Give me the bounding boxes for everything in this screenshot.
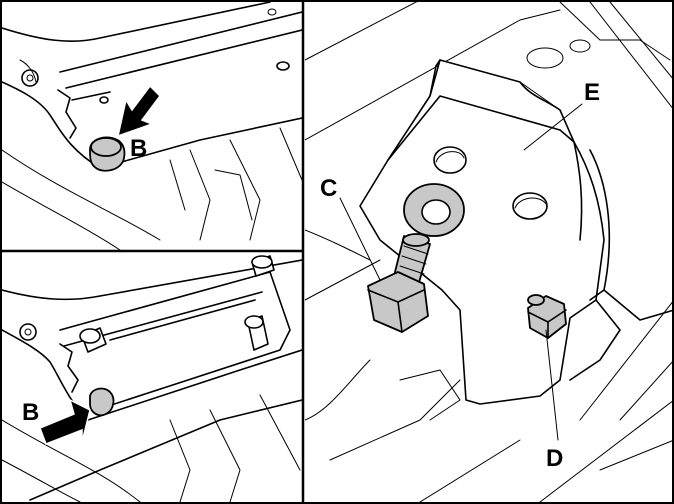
label-b-bottom: B — [22, 399, 39, 426]
stud-upper-left — [79, 327, 107, 353]
panel-bottom-left: B — [2, 255, 302, 502]
washer — [403, 183, 465, 237]
stud-right — [244, 315, 269, 351]
bracket-e — [359, 59, 605, 405]
leader-e — [523, 103, 583, 151]
bracket-hole-top — [433, 146, 467, 174]
arrow-b-bottom — [39, 398, 91, 445]
label-e: E — [584, 79, 600, 106]
bolt-c — [367, 233, 431, 333]
label-d: D — [546, 445, 563, 472]
bolt-head-b-bottom — [89, 387, 115, 417]
leader-d — [545, 329, 559, 441]
panel-top-left: B — [2, 2, 302, 250]
bracket-hole-right — [512, 192, 548, 220]
leader-c — [339, 197, 381, 281]
panel-right: C D E — [305, 2, 673, 502]
arrow-b-top — [116, 84, 161, 138]
nut-d — [527, 294, 567, 339]
label-c: C — [320, 175, 337, 202]
label-b-top: B — [130, 135, 147, 162]
stud-top-right — [251, 255, 275, 277]
